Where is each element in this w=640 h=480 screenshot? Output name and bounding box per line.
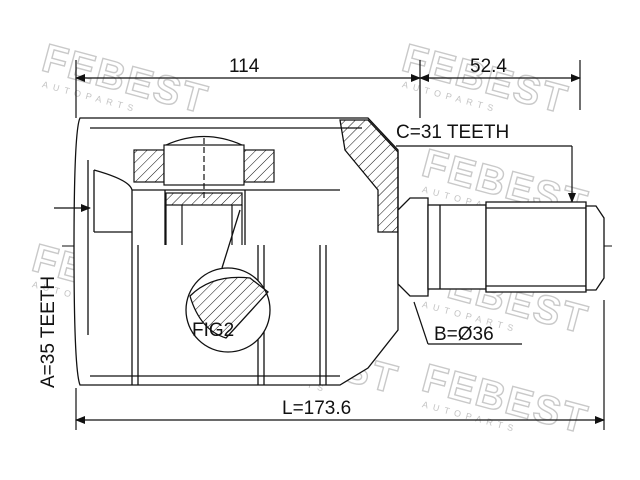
joint-housing	[73, 117, 399, 386]
dimension-total	[75, 300, 605, 430]
spline-outer-leader	[396, 145, 576, 203]
shaft-diameter-label: B=Ø36	[434, 324, 494, 345]
spline-outer-label: C=31 TEETH	[396, 122, 509, 143]
fig2-label: FIG2	[192, 320, 234, 341]
output-shaft	[397, 197, 605, 297]
spline-inner-label: A=35 TEETH	[38, 276, 59, 388]
dimension-114-label: 114	[229, 56, 260, 77]
dimension-52-4-label: 52.4	[470, 56, 507, 77]
tripod-spider	[133, 136, 275, 245]
fig2-detail	[185, 209, 271, 353]
dimension-114	[75, 60, 421, 118]
dimension-52-4	[419, 60, 581, 110]
shaft-diameter-leader	[413, 301, 522, 345]
total-length-label: L=173.6	[282, 398, 351, 419]
